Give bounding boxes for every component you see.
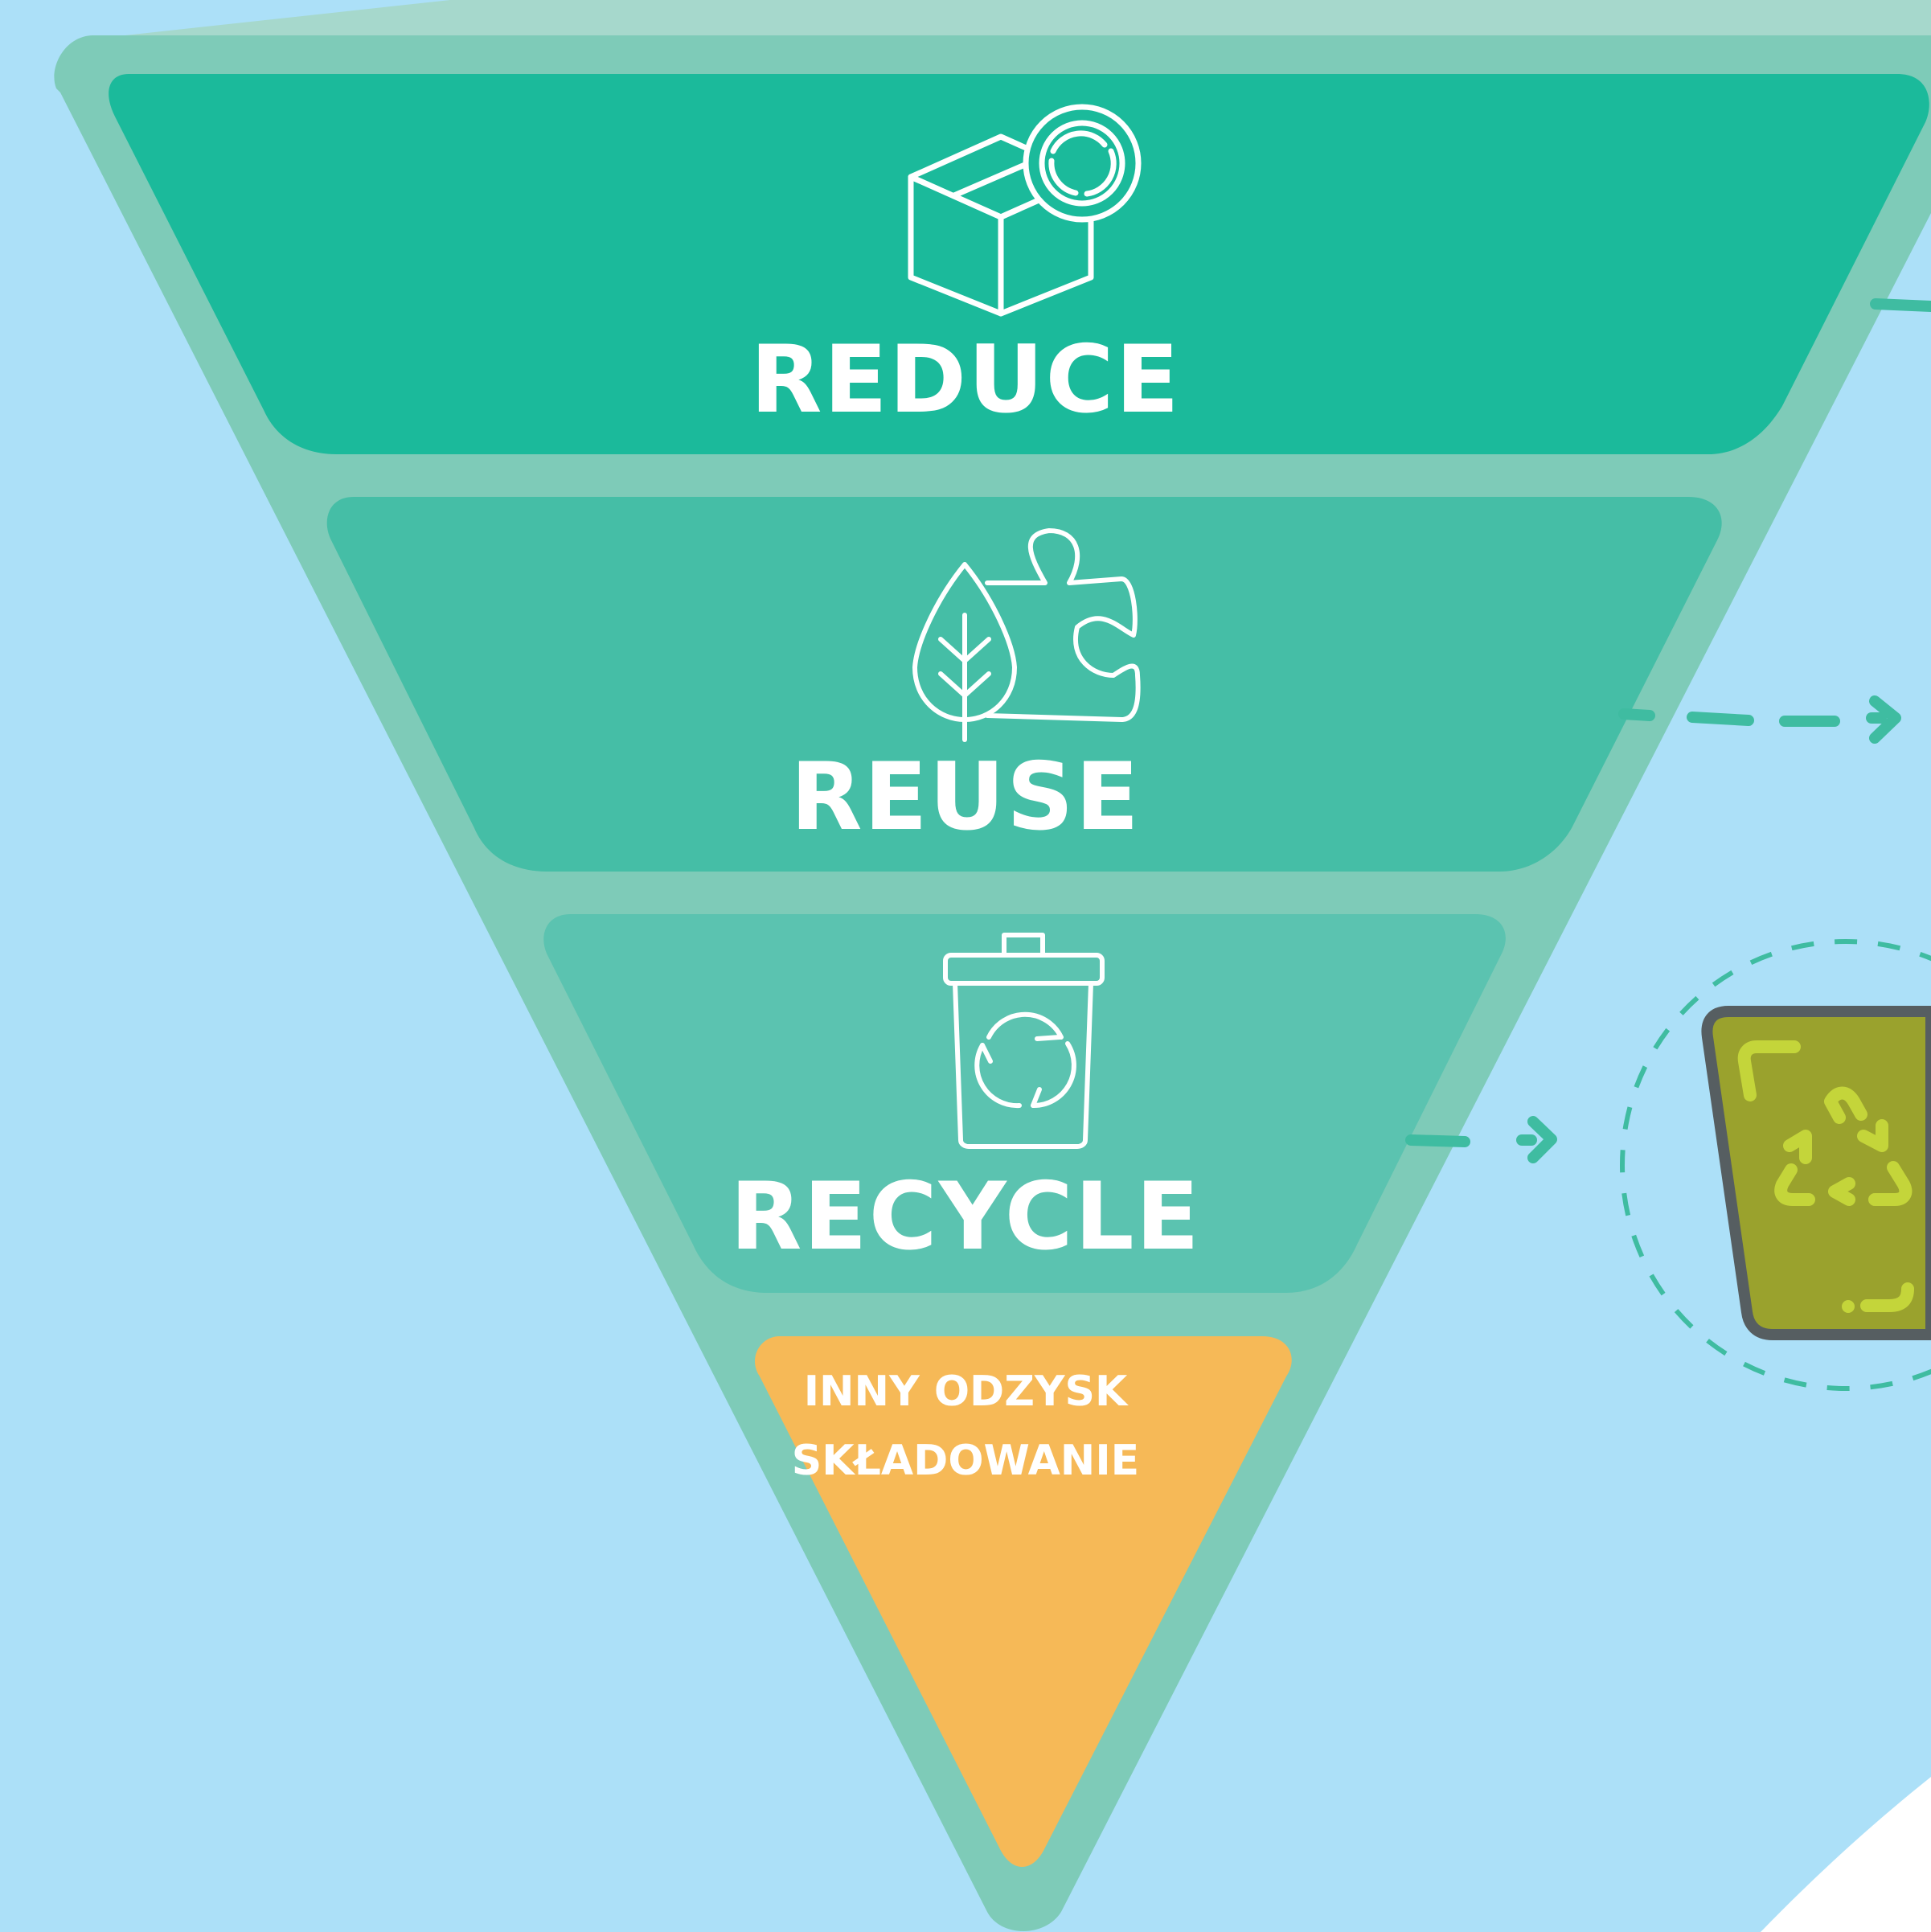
box-refresh-icon xyxy=(908,104,1142,317)
level-reduce-band xyxy=(109,74,1929,454)
level-other-label: INNY ODZYSK SKŁADOWANIE xyxy=(0,1357,1931,1495)
dashed-circle xyxy=(1620,939,1931,1391)
level-reuse-band xyxy=(326,497,1722,872)
recycle-bin-icon xyxy=(1701,1006,1931,1340)
level-other-triangle xyxy=(755,1336,1292,1867)
recycling-bin-icon xyxy=(943,933,1105,1149)
top-strip xyxy=(80,0,1931,40)
level-recycle-label: RECYCLE xyxy=(730,1163,1201,1271)
leaf-puzzle-icon xyxy=(912,528,1141,742)
dashed-arrow-icon xyxy=(1405,298,1931,1163)
level-reuse-label: REUSE xyxy=(790,743,1141,851)
white-corner xyxy=(1761,1777,1931,1932)
level-recycle-band xyxy=(543,914,1506,1293)
level-other-line2: SKŁADOWANIE xyxy=(791,1437,1140,1485)
level-other-line1: INNY ODZYSK xyxy=(803,1368,1128,1416)
level-reduce-label: REDUCE xyxy=(750,326,1181,434)
